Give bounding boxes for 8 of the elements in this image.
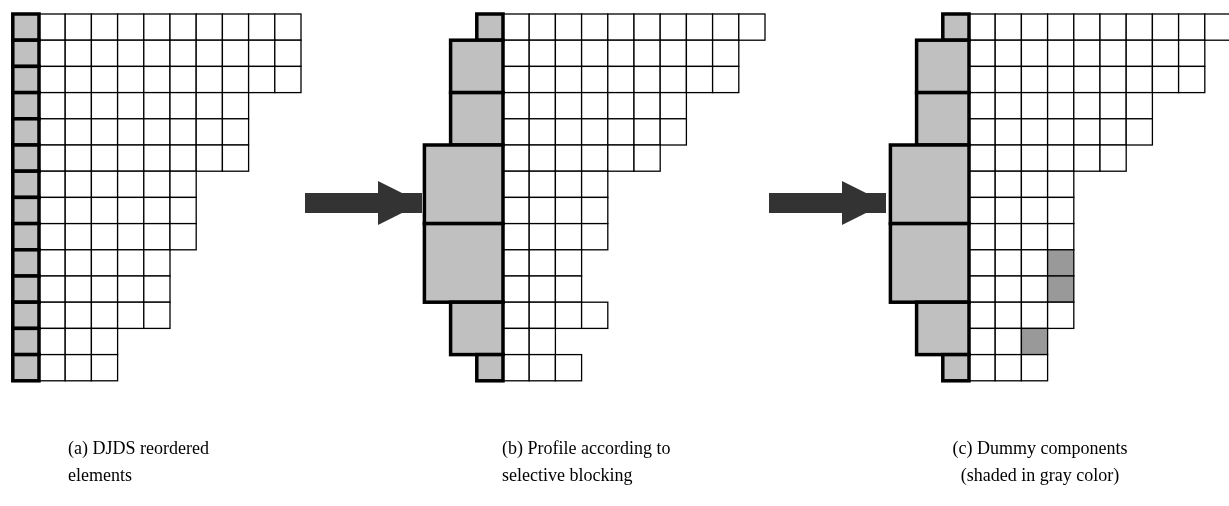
node-label: (b) Profile according to selective blocking: [502, 437, 672, 487]
matrix-drawing: [422, 12, 766, 383]
arrow: [305, 181, 422, 225]
matrix-drawing: [888, 12, 1229, 383]
matrix-drawing: [11, 12, 302, 383]
node-label: (a) DJDS reordered elements: [68, 437, 210, 487]
node-label: (c) Dummy components (shaded in gray color): [951, 437, 1129, 487]
arrow: [769, 181, 886, 225]
